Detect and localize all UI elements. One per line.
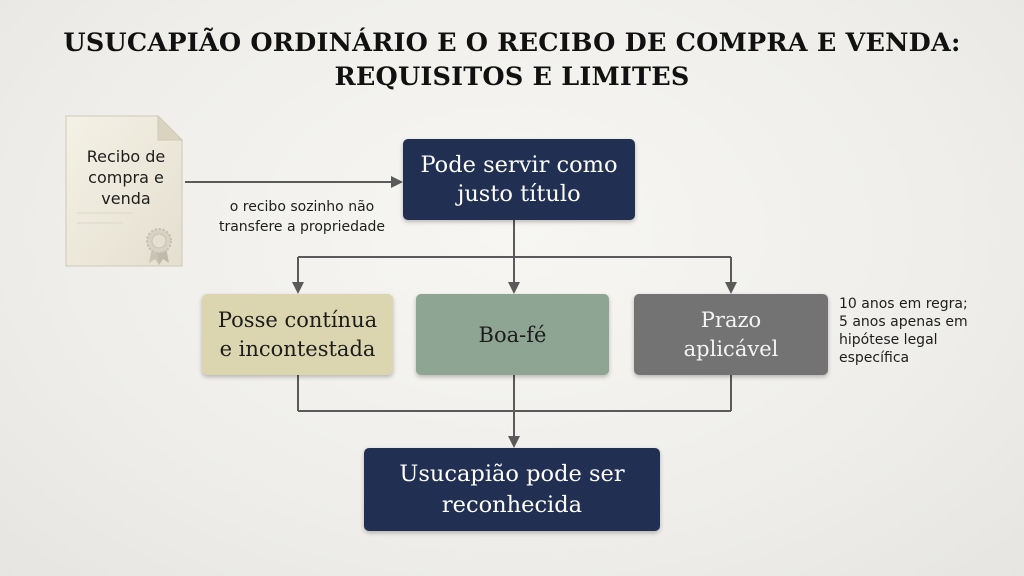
title-line-1: USUCAPIÃO ORDINÁRIO E O RECIBO DE COMPRA… bbox=[63, 28, 961, 58]
prazo-note-line-1: 10 anos em regra; bbox=[839, 296, 968, 312]
justo-line-1: Pode servir como bbox=[420, 151, 618, 178]
recibo-note-line-1: o recibo sozinho não bbox=[229, 199, 375, 215]
node-usucapiao: Usucapião pode ser reconhecida bbox=[364, 448, 660, 531]
node-posse: Posse contínua e incontestada bbox=[202, 294, 393, 375]
receipt-document-icon bbox=[65, 114, 184, 267]
page-title: USUCAPIÃO ORDINÁRIO E O RECIBO DE COMPRA… bbox=[0, 26, 1024, 94]
node-justo-titulo: Pode servir como justo título bbox=[403, 139, 635, 220]
node-prazo: Prazo aplicável bbox=[634, 294, 828, 375]
prazo-note-line-2: 5 anos apenas em bbox=[839, 314, 968, 330]
prazo-line-1: Prazo bbox=[700, 307, 762, 332]
prazo-side-note: 10 anos em regra; 5 anos apenas em hipót… bbox=[839, 295, 1009, 367]
prazo-line-2: aplicável bbox=[683, 336, 779, 361]
recibo-edge-note: o recibo sozinho não transfere a proprie… bbox=[209, 197, 395, 237]
posse-line-1: Posse contínua bbox=[217, 307, 378, 332]
usucapiao-line-1: Usucapião pode ser bbox=[399, 460, 625, 487]
title-line-2: REQUISITOS E LIMITES bbox=[334, 62, 690, 92]
prazo-note-line-4: específica bbox=[839, 350, 910, 366]
receipt-label-line-1: Recibo de bbox=[86, 147, 166, 166]
recibo-note-line-2: transfere a propriedade bbox=[218, 219, 386, 235]
justo-line-2: justo título bbox=[457, 180, 581, 207]
receipt-label: Recibo de compra e venda bbox=[76, 146, 176, 209]
usucapiao-line-2: reconhecida bbox=[441, 491, 583, 518]
prazo-note-line-3: hipótese legal bbox=[839, 332, 938, 348]
receipt-label-line-2: compra e bbox=[88, 168, 164, 187]
posse-line-2: e incontestada bbox=[219, 336, 376, 361]
receipt-label-line-3: venda bbox=[101, 189, 151, 208]
boa-fe-label: Boa-fé bbox=[478, 322, 547, 347]
seal-icon bbox=[146, 228, 172, 265]
node-boa-fe: Boa-fé bbox=[416, 294, 609, 375]
